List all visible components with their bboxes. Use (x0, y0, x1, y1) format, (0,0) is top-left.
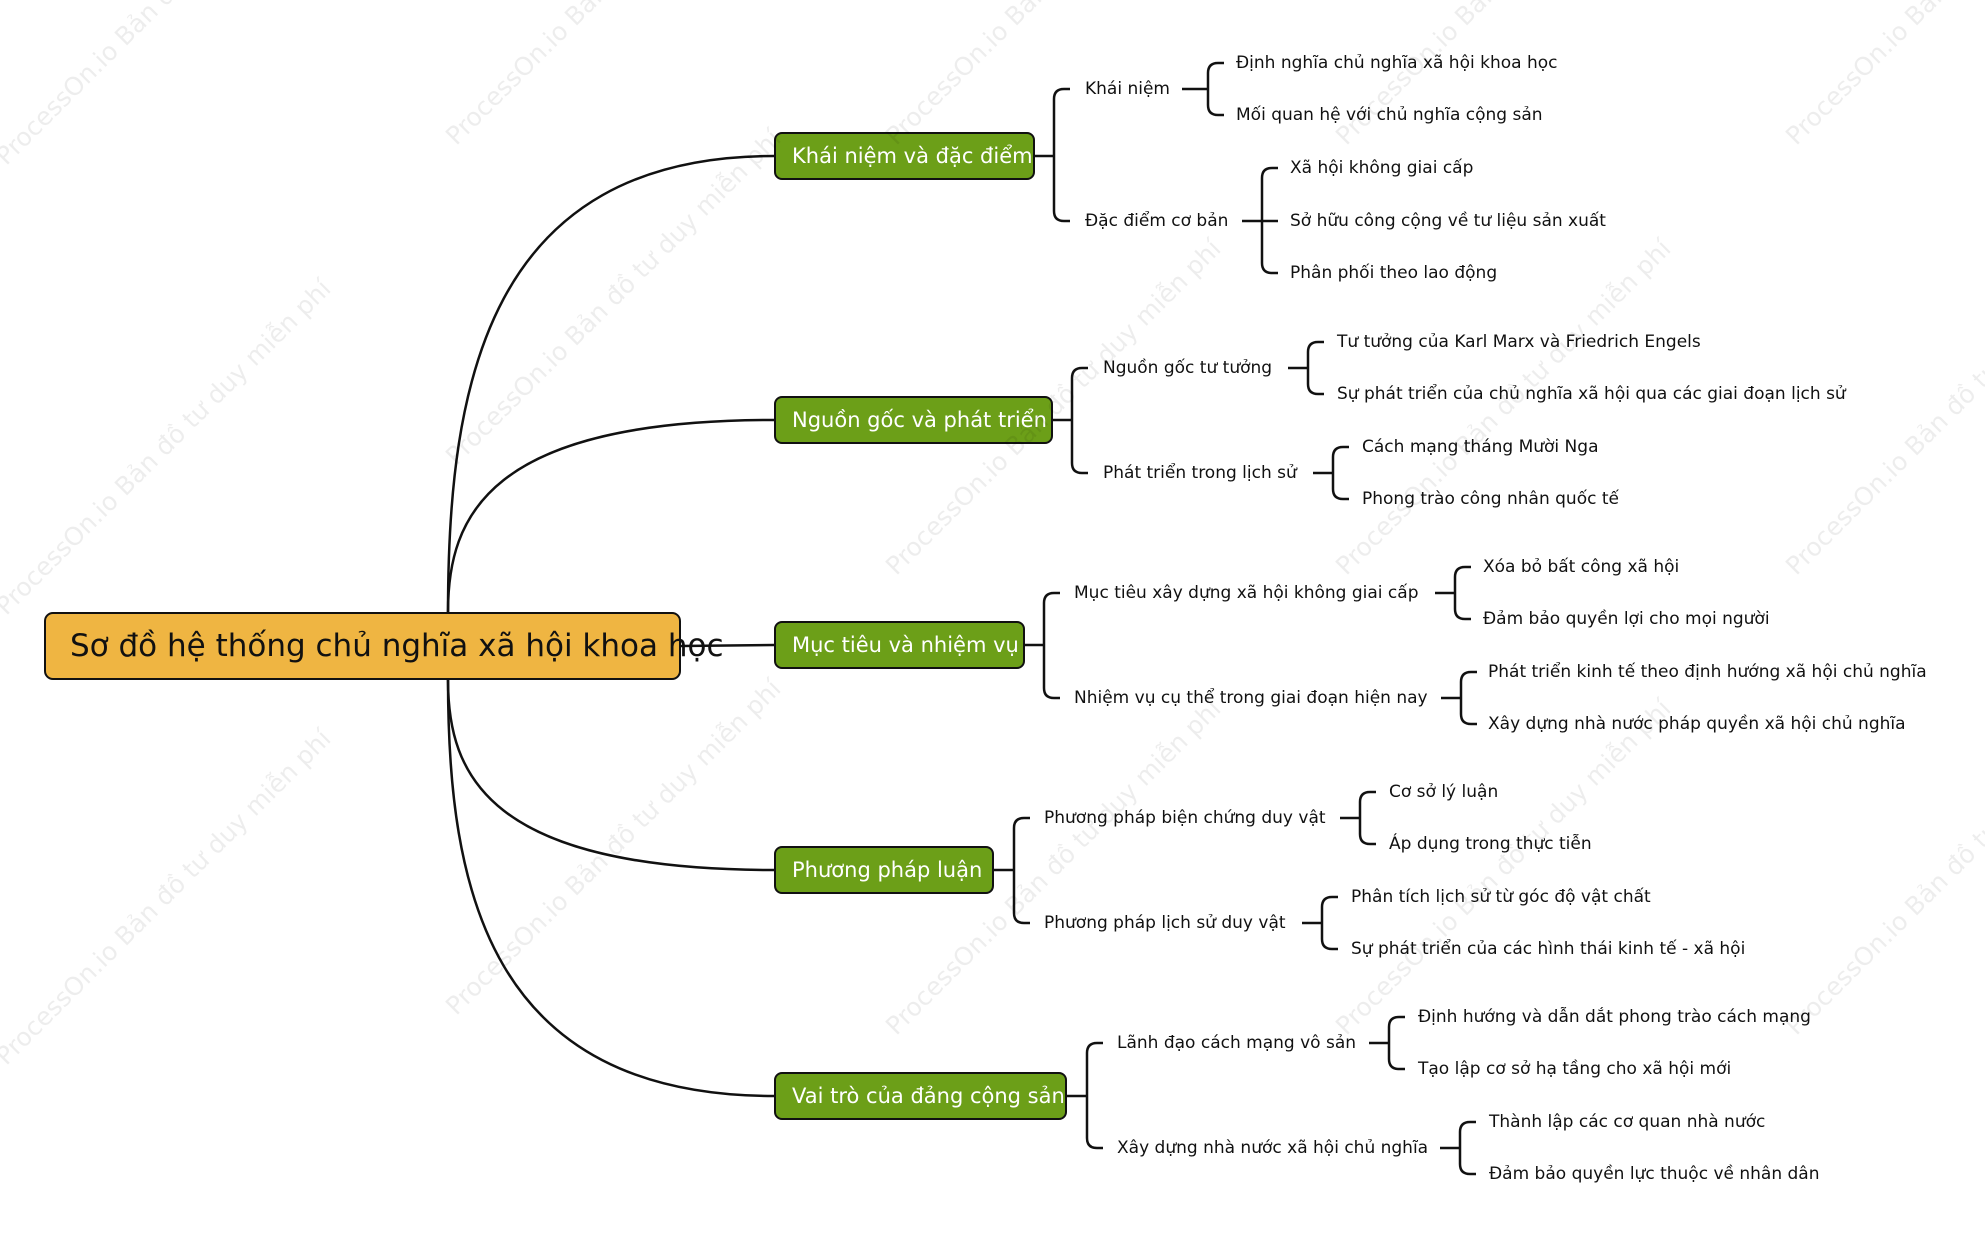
leaf-topic[interactable]: Xây dựng nhà nước pháp quyền xã hội chủ … (1488, 714, 1906, 734)
branch-vai-tro-dang[interactable]: Vai trò của đảng cộng sản (774, 1072, 1067, 1120)
sub-bracket (1453, 565, 1471, 621)
root-branch-connector (446, 418, 775, 613)
root-topic-label: Sơ đồ hệ thống chủ nghĩa xã hội khoa học (70, 628, 724, 664)
subtopic-bien-chung-duy-vat[interactable]: Phương pháp biện chứng duy vật (1044, 808, 1326, 828)
leaf-topic[interactable]: Định hướng và dẫn dắt phong trào cách mạ… (1418, 1007, 1811, 1027)
branch-phuong-phap-luan[interactable]: Phương pháp luận (774, 846, 994, 894)
root-branch-connector (446, 154, 775, 613)
leaf-topic[interactable]: Phân tích lịch sử từ góc độ vật chất (1351, 887, 1651, 907)
subtopic-muc-tieu[interactable]: Mục tiêu xây dựng xã hội không giai cấp (1074, 583, 1419, 603)
subtopic-lich-su-duy-vat[interactable]: Phương pháp lịch sử duy vật (1044, 913, 1286, 933)
subtopic-nhiem-vu[interactable]: Nhiệm vụ cụ thể trong giai đoạn hiện nay (1074, 688, 1428, 708)
leaf-topic[interactable]: Xã hội không giai cấp (1290, 158, 1474, 178)
leaf-topic[interactable]: Mối quan hệ với chủ nghĩa cộng sản (1236, 105, 1543, 125)
root-branch-connector (446, 679, 775, 1098)
branch-nguon-goc-phat-trien[interactable]: Nguồn gốc và phát triển (774, 396, 1053, 444)
branch-bracket (1012, 816, 1030, 925)
root-branch-connector (680, 643, 775, 648)
sub-bracket (1387, 1015, 1405, 1071)
leaf-topic[interactable]: Cơ sở lý luận (1389, 782, 1499, 802)
branch-label: Vai trò của đảng cộng sản (792, 1084, 1065, 1108)
subtopic-dac-diem-co-ban[interactable]: Đặc điểm cơ bản (1085, 211, 1229, 231)
branch-muc-tieu-nhiem-vu[interactable]: Mục tiêu và nhiệm vụ (774, 621, 1025, 669)
sub-bracket (1306, 340, 1324, 396)
branch-khai-niem-dac-diem[interactable]: Khái niệm và đặc điểm (774, 132, 1035, 180)
leaf-topic[interactable]: Sở hữu công cộng về tư liệu sản xuất (1290, 211, 1606, 231)
subtopic-xay-dung-nha-nuoc[interactable]: Xây dựng nhà nước xã hội chủ nghĩa (1117, 1138, 1429, 1158)
leaf-topic[interactable]: Đảm bảo quyền lực thuộc về nhân dân (1489, 1164, 1820, 1184)
leaf-topic[interactable]: Sự phát triển của chủ nghĩa xã hội qua c… (1337, 384, 1846, 404)
leaf-topic[interactable]: Định nghĩa chủ nghĩa xã hội khoa học (1236, 53, 1558, 73)
branch-bracket (1042, 591, 1060, 700)
root-branch-connector (446, 679, 775, 872)
branch-bracket (1052, 87, 1070, 223)
sub-bracket (1458, 1120, 1476, 1176)
branch-label: Mục tiêu và nhiệm vụ (792, 633, 1019, 657)
leaf-topic[interactable]: Xóa bỏ bất công xã hội (1483, 557, 1680, 577)
sub-bracket (1358, 790, 1376, 846)
branch-bracket (1070, 366, 1088, 475)
sub-bracket (1206, 61, 1224, 117)
leaf-topic[interactable]: Cách mạng tháng Mười Nga (1362, 437, 1599, 457)
leaf-topic[interactable]: Sự phát triển của các hình thái kinh tế … (1351, 939, 1746, 959)
leaf-topic[interactable]: Phong trào công nhân quốc tế (1362, 489, 1619, 509)
branch-bracket (1085, 1041, 1103, 1150)
subtopic-nguon-goc-tu-tuong[interactable]: Nguồn gốc tư tưởng (1103, 358, 1273, 378)
subtopic-phat-trien-lich-su[interactable]: Phát triển trong lịch sử (1103, 463, 1297, 483)
leaf-topic[interactable]: Áp dụng trong thực tiễn (1389, 834, 1592, 854)
sub-bracket (1320, 895, 1338, 951)
leaf-topic[interactable]: Đảm bảo quyền lợi cho mọi người (1483, 609, 1770, 629)
sub-bracket (1459, 670, 1477, 726)
subtopic-lanh-dao-cach-mang[interactable]: Lãnh đạo cách mạng vô sản (1117, 1033, 1357, 1053)
leaf-topic[interactable]: Tạo lập cơ sở hạ tầng cho xã hội mới (1418, 1059, 1732, 1079)
leaf-topic[interactable]: Phân phối theo lao động (1290, 263, 1498, 283)
sub-bracket (1331, 445, 1349, 501)
branch-label: Khái niệm và đặc điểm (792, 144, 1033, 168)
leaf-topic[interactable]: Thành lập các cơ quan nhà nước (1489, 1112, 1766, 1132)
root-topic[interactable]: Sơ đồ hệ thống chủ nghĩa xã hội khoa học (44, 612, 724, 680)
subtopic-khai-niem[interactable]: Khái niệm (1085, 79, 1170, 99)
branch-label: Nguồn gốc và phát triển (792, 408, 1047, 432)
branch-label: Phương pháp luận (792, 858, 983, 882)
leaf-topic[interactable]: Phát triển kinh tế theo định hướng xã hộ… (1488, 662, 1927, 682)
leaf-topic[interactable]: Tư tưởng của Karl Marx và Friedrich Enge… (1337, 332, 1701, 352)
